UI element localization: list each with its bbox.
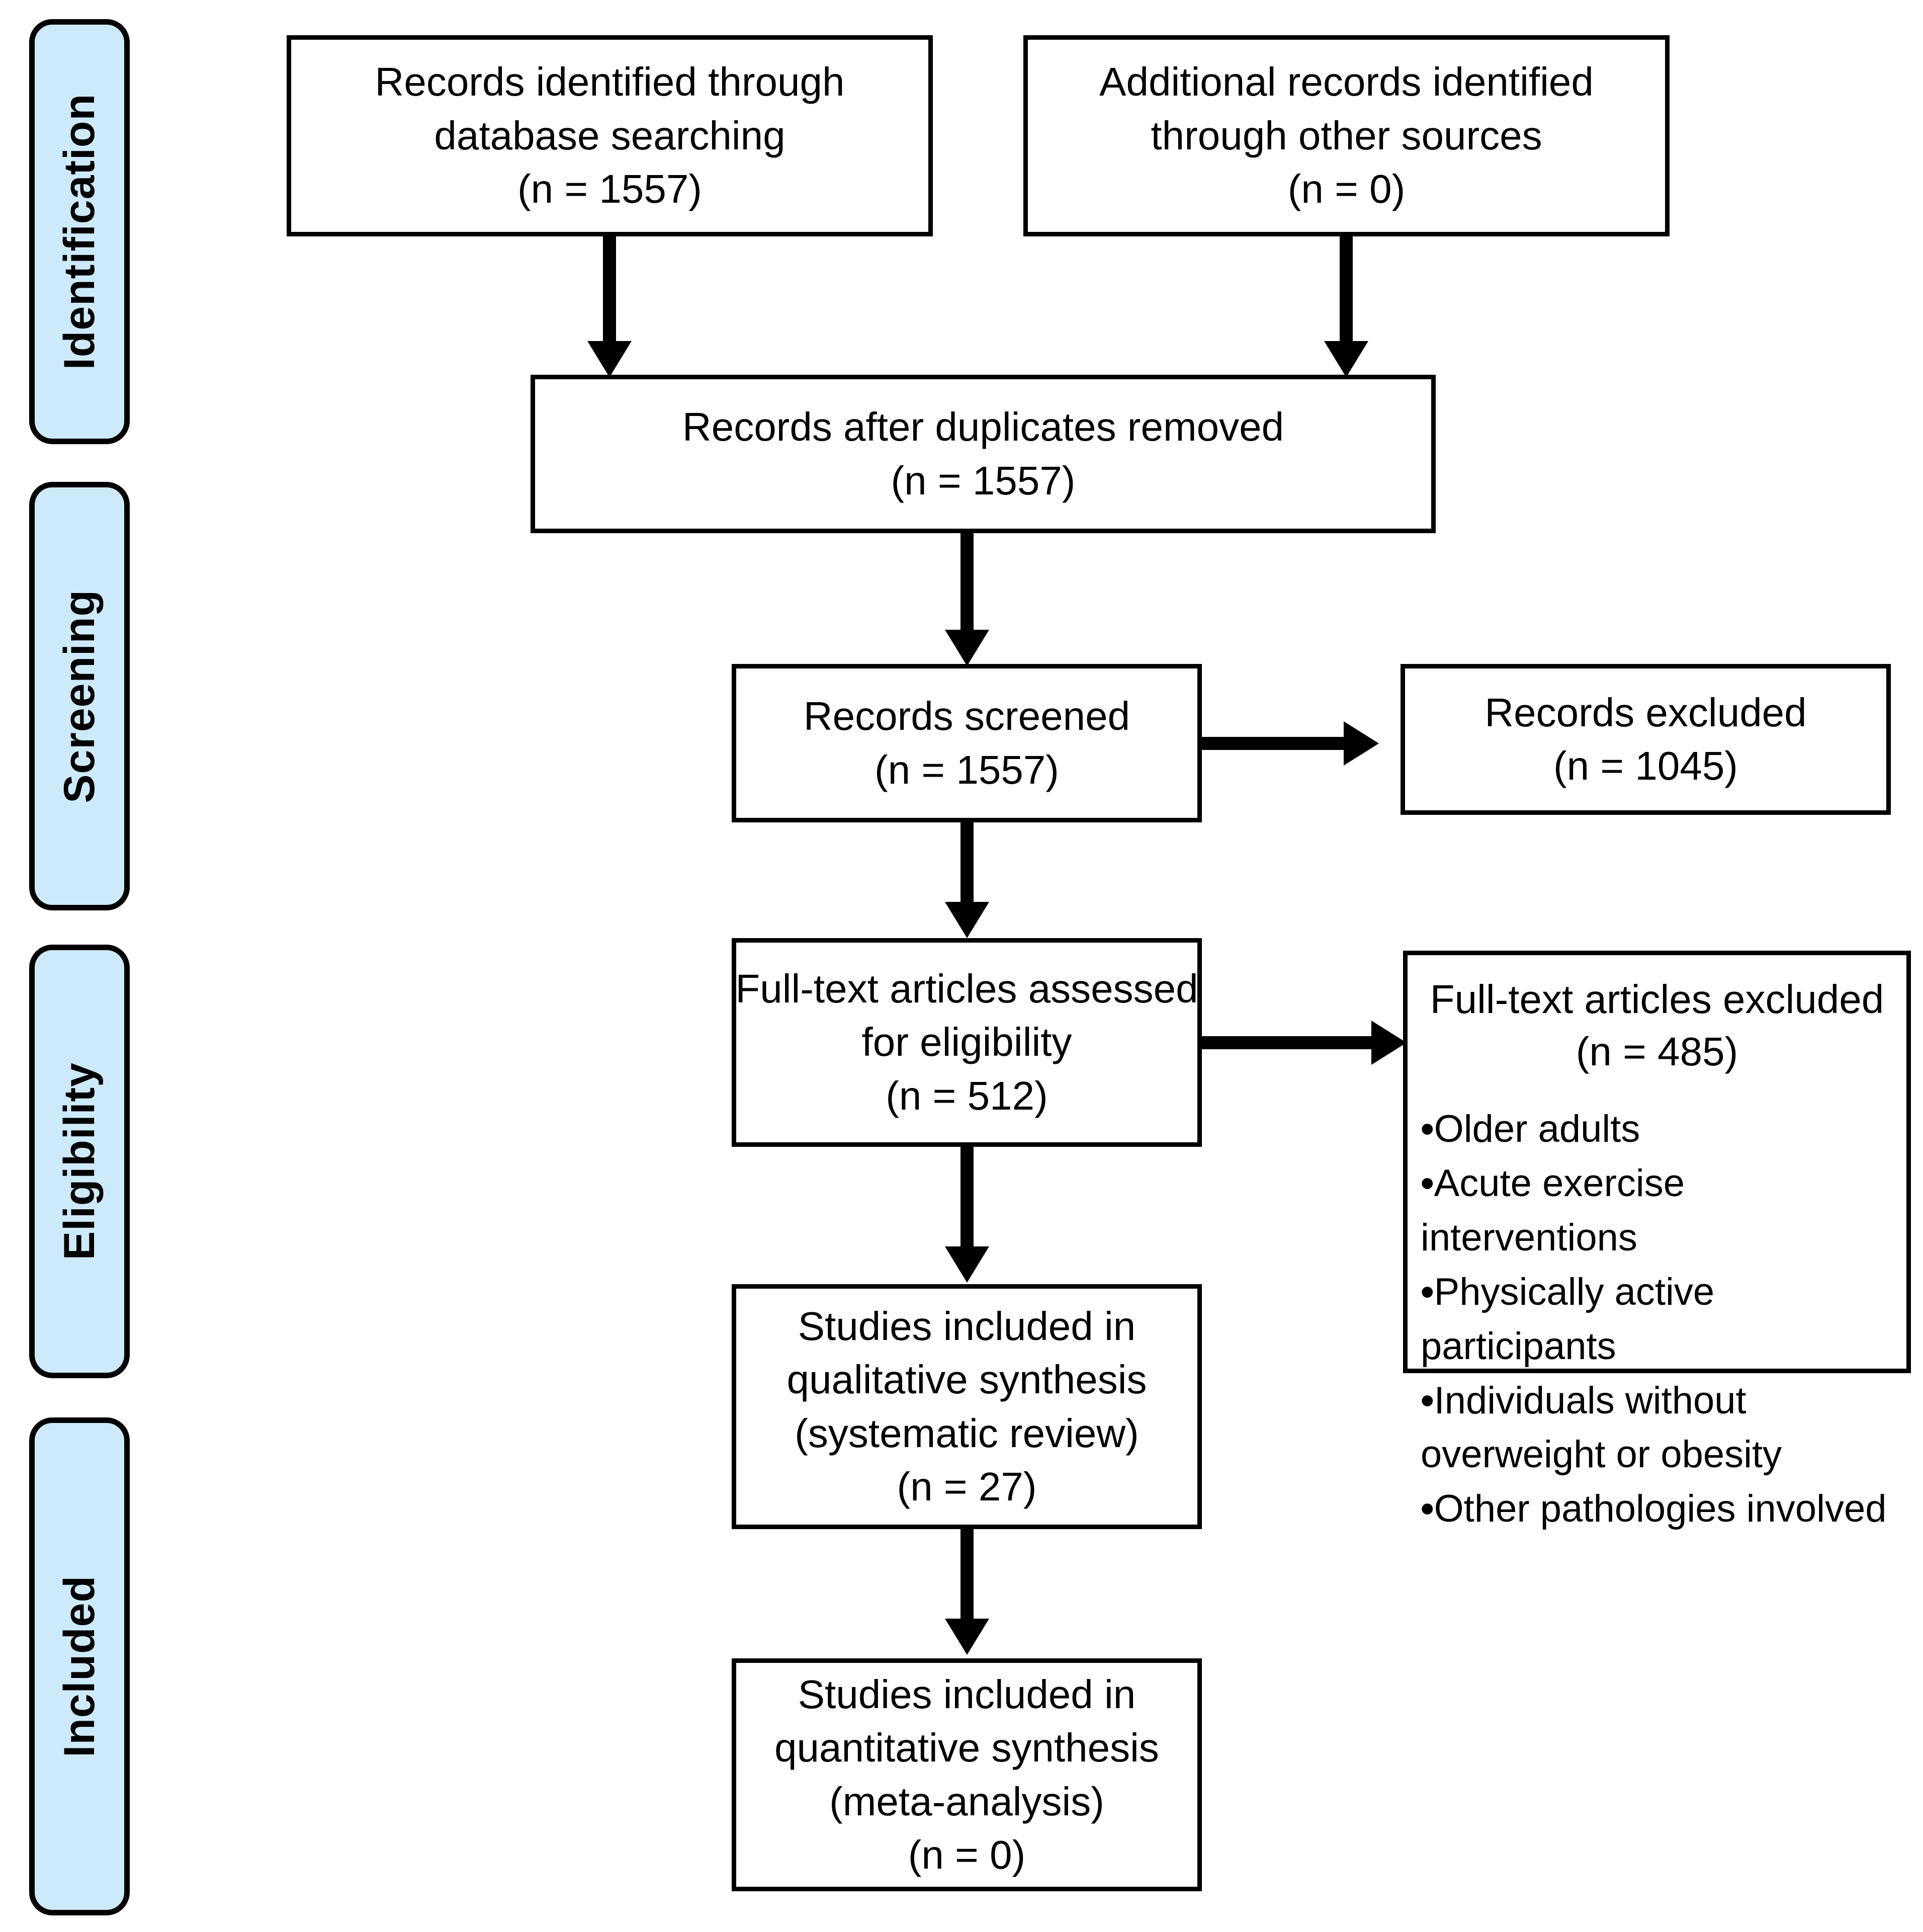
records-identified-line-1: Records identified through: [375, 59, 845, 105]
records-screened-line-1: Records screened: [803, 694, 1130, 739]
box-qualitative-synthesis: Studies included in qualitative synthesi…: [732, 1284, 1202, 1529]
connector-screened-to-fulltext: [960, 822, 974, 905]
records-excluded-count: (n = 1045): [1553, 743, 1738, 788]
connector-screened-to-excluded: [1202, 737, 1348, 750]
bullet-icon: •: [1421, 1161, 1434, 1205]
records-identified-count: (n = 1557): [517, 166, 702, 212]
additional-records-line-2: through other sources: [1151, 113, 1542, 158]
bullet-icon: •: [1421, 1270, 1434, 1313]
bullet-icon: •: [1421, 1487, 1434, 1531]
quantitative-count: (n = 0): [908, 1832, 1026, 1877]
records-identified-line-2: database searching: [434, 113, 785, 158]
quantitative-line-1: Studies included in: [798, 1671, 1136, 1717]
stage-identification-label: Identification: [55, 93, 104, 370]
box-fulltext-assessed: Full-text articles assessed for eligibil…: [732, 938, 1202, 1147]
additional-records-line-1: Additional records identified: [1099, 59, 1594, 105]
connector-identified-to-duplicates: [603, 236, 616, 345]
stage-included: Included: [29, 1417, 130, 1915]
fulltext-excluded-heading: Full-text articles excluded (n = 485): [1421, 973, 1893, 1078]
box-records-after-duplicates: Records after duplicates removed (n = 15…: [531, 375, 1436, 533]
box-quantitative-synthesis: Studies included in quantitative synthes…: [732, 1658, 1202, 1891]
arrowhead-fulltext-to-qualitative: [945, 1246, 989, 1283]
fulltext-excluded-count: (n = 485): [1576, 1029, 1738, 1074]
records-screened-count: (n = 1557): [875, 747, 1059, 792]
fulltext-excluded-title: Full-text articles excluded: [1430, 977, 1884, 1022]
box-records-identified: Records identified through database sear…: [287, 35, 933, 236]
reason-text: Individuals without overweight or obesit…: [1421, 1379, 1782, 1476]
box-records-excluded: Records excluded (n = 1045): [1401, 664, 1891, 815]
additional-records-count: (n = 0): [1287, 166, 1406, 212]
list-item: •Other pathologies involved: [1421, 1482, 1893, 1536]
reason-text: Other pathologies involved: [1434, 1487, 1887, 1531]
stage-included-label: Included: [55, 1575, 104, 1757]
records-excluded-line-1: Records excluded: [1484, 690, 1807, 735]
fulltext-excluded-reason-list: •Older adults •Acute exercise interventi…: [1421, 1102, 1893, 1536]
qualitative-line-3: (systematic review): [795, 1410, 1139, 1456]
stage-identification: Identification: [29, 19, 130, 444]
bullet-icon: •: [1421, 1379, 1434, 1422]
box-additional-records: Additional records identified through ot…: [1023, 35, 1670, 236]
bullet-icon: •: [1421, 1108, 1434, 1150]
list-item: •Individuals without overweight or obesi…: [1421, 1374, 1893, 1482]
qualitative-line-1: Studies included in: [798, 1303, 1136, 1349]
arrowhead-screened-to-excluded: [1344, 721, 1379, 766]
qualitative-count: (n = 27): [897, 1464, 1037, 1509]
reason-text: Older adults: [1434, 1108, 1640, 1150]
box-fulltext-excluded: Full-text articles excluded (n = 485) •O…: [1403, 951, 1911, 1530]
arrowhead-qualitative-to-quantitative: [945, 1619, 989, 1655]
box-records-screened: Records screened (n = 1557): [732, 664, 1202, 822]
stage-screening-label: Screening: [55, 589, 104, 803]
after-duplicates-count: (n = 1557): [891, 458, 1076, 503]
arrowhead-additional-to-duplicates: [1324, 341, 1368, 377]
connector-duplicates-to-screened: [960, 533, 974, 634]
fulltext-assessed-count: (n = 512): [886, 1073, 1048, 1118]
fulltext-assessed-line-2: for eligibility: [861, 1020, 1072, 1065]
reason-text: Acute exercise interventions: [1421, 1161, 1685, 1259]
stage-screening: Screening: [29, 482, 130, 910]
arrowhead-identified-to-duplicates: [587, 341, 632, 377]
connector-fulltext-to-qualitative: [960, 1147, 974, 1250]
fulltext-assessed-line-1: Full-text articles assessed: [735, 966, 1198, 1011]
list-item: •Older adults: [1421, 1102, 1893, 1156]
connector-qualitative-to-quantitative: [960, 1529, 974, 1622]
qualitative-line-2: qualitative synthesis: [786, 1357, 1147, 1402]
stage-eligibility: Eligibility: [29, 945, 130, 1378]
connector-additional-to-duplicates: [1340, 236, 1353, 345]
arrowhead-duplicates-to-screened: [945, 630, 989, 666]
quantitative-line-2: quantitative synthesis: [774, 1725, 1159, 1771]
list-item: •Acute exercise interventions: [1421, 1156, 1893, 1265]
stage-eligibility-label: Eligibility: [55, 1062, 104, 1261]
connector-fulltext-to-excluded: [1202, 1036, 1375, 1049]
after-duplicates-line-1: Records after duplicates removed: [682, 404, 1284, 450]
reason-text: Physically active participants: [1421, 1270, 1715, 1368]
list-item: •Physically active participants: [1421, 1265, 1893, 1374]
quantitative-line-3: (meta-analysis): [829, 1779, 1104, 1824]
arrowhead-screened-to-fulltext: [945, 902, 989, 938]
arrowhead-fulltext-to-excluded: [1371, 1021, 1407, 1065]
